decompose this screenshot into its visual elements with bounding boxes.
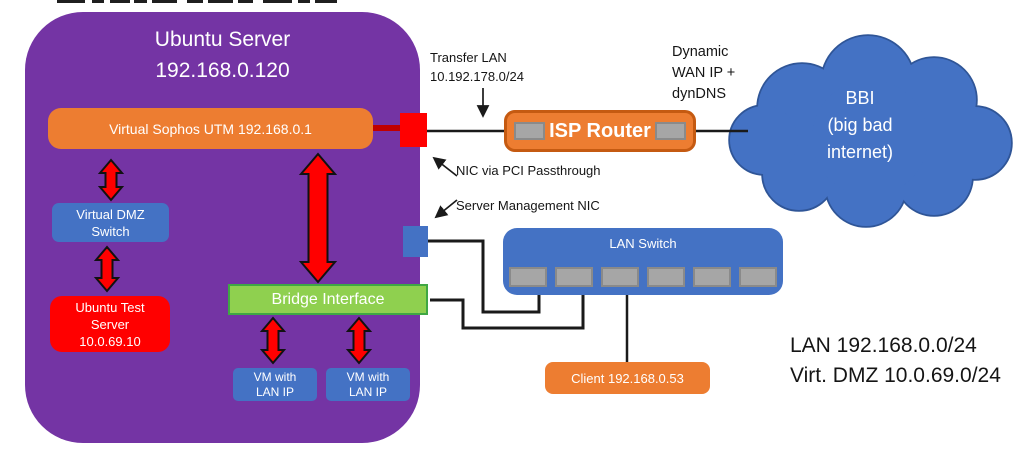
sophos-utm-box: Virtual Sophos UTM 192.168.0.1 xyxy=(48,108,373,149)
nic-pci-pointer-arrow xyxy=(432,156,458,177)
lan-switch-port-5 xyxy=(693,267,731,287)
isp-router-port-left xyxy=(514,122,546,140)
dmz-switch-label-line1: Virtual DMZ xyxy=(76,206,145,222)
nic-pci-note: NIC via PCI Passthrough xyxy=(456,163,601,178)
cloud-label-line3: internet) xyxy=(826,142,894,162)
virtual-dmz-switch-box: Virtual DMZ Switch xyxy=(52,203,169,242)
transfer-lan-note: Transfer LAN 10.192.178.0/24 xyxy=(430,48,524,86)
ubuntu-server-title: Ubuntu Server 192.168.0.120 xyxy=(25,24,420,86)
ubuntu-server-ip: 192.168.0.120 xyxy=(155,59,290,82)
transfer-lan-line1: Transfer LAN xyxy=(430,50,507,65)
lan-switch-port-6 xyxy=(739,267,777,287)
cloud-label-line1: BBI xyxy=(845,88,875,108)
dynamic-wan-line1: Dynamic xyxy=(672,44,729,60)
vm-left-label-line1: VM with xyxy=(253,369,297,384)
lan-switch-port-3 xyxy=(601,267,639,287)
cloud-label-line2: (big bad xyxy=(827,115,893,135)
vm-lan-ip-box-left: VM with LAN IP xyxy=(233,368,317,401)
lan-switch-label: LAN Switch xyxy=(609,236,677,251)
isp-router-label: ISP Router xyxy=(549,119,651,142)
ubuntu-test-server-box: Ubuntu Test Server 10.0.69.10 xyxy=(50,296,170,352)
subnet-lan-line: LAN 192.168.0.0/24 xyxy=(790,334,977,357)
vm-lan-ip-box-right: VM with LAN IP xyxy=(326,368,410,401)
vm-left-label-line2: LAN IP xyxy=(255,384,294,399)
bridge-interface-label: Bridge Interface xyxy=(271,290,385,308)
dynamic-wan-line2: WAN IP + xyxy=(672,65,736,81)
test-server-ip: 10.0.69.10 xyxy=(79,333,141,349)
isp-router-port-right xyxy=(654,122,686,140)
lan-switch-port-4 xyxy=(647,267,685,287)
lan-switch-ports xyxy=(503,267,783,287)
bridge-interface-box: Bridge Interface xyxy=(228,284,428,315)
subnet-dmz-line: Virt. DMZ 10.0.69.0/24 xyxy=(790,364,1001,387)
dynamic-wan-line3: dynDNS xyxy=(672,86,726,102)
server-mgmt-pointer-arrow xyxy=(434,199,458,219)
internet-cloud-label: BBI (big bad internet) xyxy=(770,85,950,166)
dmz-switch-label-line2: Switch xyxy=(91,223,130,239)
vm-right-label-line1: VM with xyxy=(346,369,390,384)
lan-switch-port-2 xyxy=(555,267,593,287)
lan-switch-box: LAN Switch xyxy=(503,228,783,295)
subnet-summary-note: LAN 192.168.0.0/24 Virt. DMZ 10.0.69.0/2… xyxy=(790,331,1001,391)
client-label: Client 192.168.0.53 xyxy=(571,370,684,386)
isp-router-box: ISP Router xyxy=(504,110,696,152)
server-mgmt-note: Server Management NIC xyxy=(456,198,600,213)
vm-right-label-line2: LAN IP xyxy=(348,384,387,399)
transfer-lan-line2: 10.192.178.0/24 xyxy=(430,69,524,84)
wan-nic-passthrough xyxy=(400,113,427,147)
sophos-utm-label: Virtual Sophos UTM 192.168.0.1 xyxy=(109,120,312,137)
ubuntu-server-name: Ubuntu Server xyxy=(154,28,291,51)
test-server-label-line1: Ubuntu Test xyxy=(75,299,145,315)
server-management-nic xyxy=(403,226,428,257)
test-server-label-line2: Server xyxy=(90,316,130,332)
client-box: Client 192.168.0.53 xyxy=(545,362,710,394)
lan-switch-port-1 xyxy=(509,267,547,287)
dynamic-wan-note: Dynamic WAN IP + dynDNS xyxy=(672,42,735,105)
